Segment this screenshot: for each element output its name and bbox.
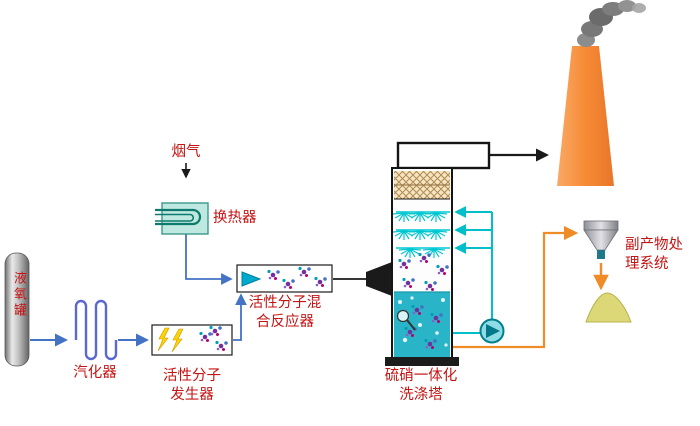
mixing-reactor bbox=[236, 264, 333, 293]
washing-tower bbox=[385, 141, 491, 366]
byproduct-pile-icon bbox=[585, 292, 632, 323]
tower-outlet-duct bbox=[396, 141, 491, 170]
injector-cone-icon bbox=[241, 271, 262, 287]
active-molecule-generator bbox=[151, 324, 233, 356]
tower-liquid bbox=[394, 291, 450, 357]
byproduct-system-label: 副产物处 理系统 bbox=[625, 237, 683, 272]
lightning-icon bbox=[171, 328, 184, 353]
byproduct-funnel-icon bbox=[583, 220, 619, 259]
oxygen-tank-label: 液氧罐 bbox=[11, 271, 26, 319]
demister-packing bbox=[394, 171, 450, 200]
tower-inlet-nozzle bbox=[366, 262, 392, 296]
liquid-oxygen-tank bbox=[4, 252, 30, 367]
mixing-reactor-label: 活性分子混 合反应器 bbox=[248, 295, 322, 330]
heat-exchanger-label: 换热器 bbox=[213, 210, 257, 226]
vaporizer bbox=[74, 299, 118, 361]
heat-exchanger bbox=[155, 202, 209, 235]
pipe-reactor-to-tower bbox=[333, 262, 392, 296]
smoke-icon bbox=[577, 0, 646, 47]
chimney bbox=[557, 46, 614, 186]
byproduct-pipe bbox=[453, 225, 579, 349]
sparger-icon bbox=[396, 309, 416, 331]
flue-gas-label: 烟气 bbox=[171, 144, 201, 160]
lightning-icon bbox=[157, 327, 170, 352]
pipe-generator-to-reactor bbox=[233, 293, 247, 341]
tower-base bbox=[385, 357, 459, 366]
recirculation-pump-icon bbox=[479, 318, 505, 344]
vaporizer-label: 汽化器 bbox=[73, 365, 117, 381]
pipe-fluegas-to-reactor bbox=[185, 234, 233, 285]
spray-headers bbox=[392, 211, 450, 259]
generator-label: 活性分子 发生器 bbox=[163, 368, 221, 403]
recirculation-pipes bbox=[453, 206, 493, 334]
washing-tower-label: 硫硝一体化 洗涤塔 bbox=[384, 368, 458, 403]
